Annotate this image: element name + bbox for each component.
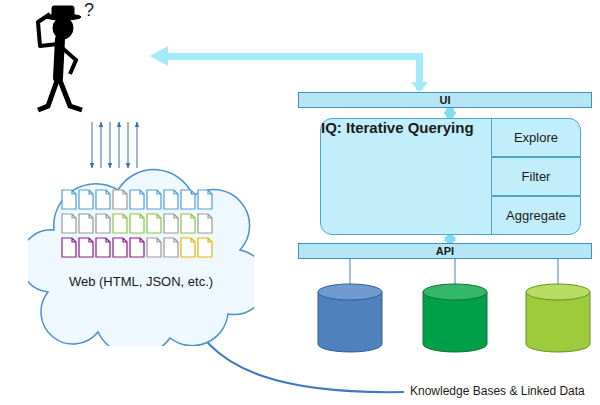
node-text: Filter (522, 169, 551, 184)
person-figure (38, 6, 82, 110)
double-arrow (448, 235, 452, 243)
cloud-shape (28, 168, 254, 346)
caption-label: Knowledge Bases & Linked Data (410, 384, 585, 398)
database-cylinders (318, 284, 590, 352)
node-text: UI (440, 94, 451, 106)
operation-cell: Explore (491, 118, 581, 157)
double-arrow (448, 108, 452, 118)
question-mark: ? (84, 0, 94, 21)
result-arrow (150, 46, 428, 92)
api-band: API (298, 243, 592, 259)
node-text: Explore (514, 130, 558, 145)
ui-band: UI (298, 92, 592, 108)
request-arrows (92, 122, 137, 168)
cloud-outline (28, 170, 254, 346)
operation-cell: Aggregate (491, 196, 581, 235)
node-text: API (436, 245, 454, 257)
operation-cell: Filter (491, 157, 581, 196)
iq-box: ExploreFilterAggregate IQ: Iterative Quer… (320, 118, 580, 235)
web-cloud: Web (HTML, JSON, etc.) (28, 168, 254, 346)
db-links (350, 258, 558, 286)
node-text: Web (HTML, JSON, etc.) (69, 274, 213, 289)
node-text: Aggregate (506, 208, 566, 223)
document-icons (62, 190, 212, 257)
node-text: IQ: Iterative Querying (321, 119, 474, 136)
